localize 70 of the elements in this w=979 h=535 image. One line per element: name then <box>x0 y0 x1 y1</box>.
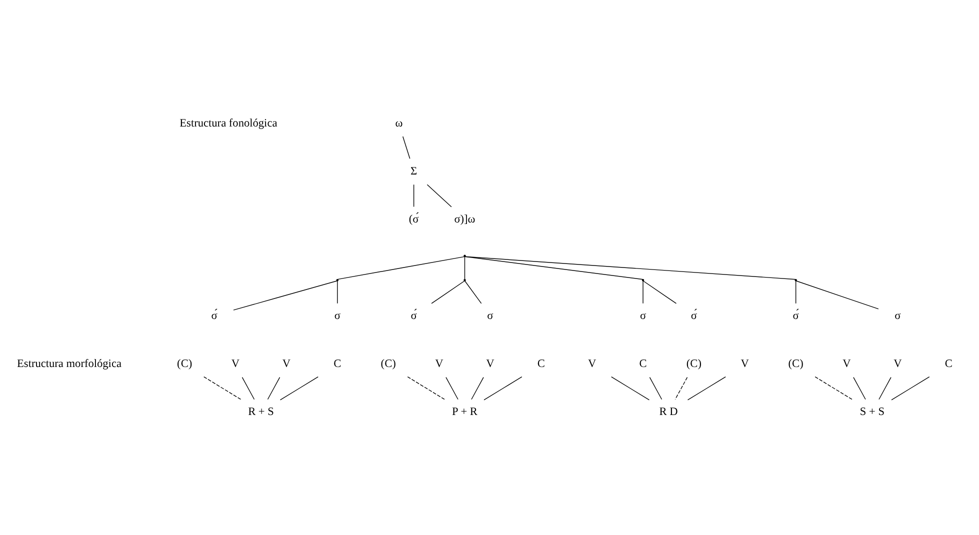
connector <box>242 376 255 400</box>
connector <box>464 256 796 280</box>
connector <box>649 376 662 400</box>
node-text: C <box>944 358 952 370</box>
node-text: C <box>639 358 647 370</box>
connector <box>204 376 242 400</box>
node-text: (C) <box>686 358 702 370</box>
connector <box>337 256 465 280</box>
connector <box>642 280 644 304</box>
node-text: σ <box>640 309 646 322</box>
label: Estructura fonológica <box>180 116 278 129</box>
node-text: (σ́ <box>408 212 419 225</box>
connector <box>280 376 318 400</box>
connector <box>674 376 688 400</box>
node-text: V <box>740 358 749 370</box>
connector <box>853 376 866 400</box>
node-text: R D <box>659 406 678 418</box>
connector <box>446 376 458 400</box>
connector <box>407 376 446 400</box>
node-text: σ́ <box>792 309 799 322</box>
node-text: Σ <box>410 164 418 177</box>
connector <box>402 136 410 158</box>
node-text: (C) <box>788 358 804 370</box>
connector <box>426 184 452 207</box>
connector <box>796 280 879 309</box>
connector <box>267 376 280 400</box>
node-point <box>464 254 466 257</box>
label: Estructura morfológica <box>17 358 122 370</box>
node-text: P + R <box>452 406 478 418</box>
connector <box>687 376 726 400</box>
node-text: C <box>334 358 342 370</box>
node-text: V <box>231 358 240 370</box>
node-text: V <box>282 358 291 370</box>
node-point <box>464 278 466 281</box>
node-text: C <box>537 358 545 370</box>
connector <box>611 376 650 400</box>
node-text: σ <box>487 309 494 322</box>
connector <box>471 376 484 400</box>
connector <box>413 184 414 207</box>
node-text: R + S <box>248 406 274 418</box>
node-point <box>642 278 644 281</box>
node-point <box>336 278 339 281</box>
connector <box>891 376 930 400</box>
node-text: ω <box>395 116 403 129</box>
node-text: V <box>435 358 444 370</box>
node-text: V <box>486 358 494 370</box>
node-text: σ <box>894 309 901 322</box>
connector <box>642 280 677 304</box>
connector <box>464 280 482 304</box>
node-text: σ <box>334 309 340 322</box>
node-text: σ́ <box>410 309 417 322</box>
node-point <box>794 278 797 281</box>
connector <box>464 256 466 280</box>
connector <box>795 280 796 304</box>
connector <box>464 256 644 280</box>
node-text: (C) <box>380 358 396 370</box>
connector <box>878 376 892 400</box>
node-text: V <box>894 358 902 370</box>
node-text: σ́ <box>211 309 218 322</box>
connector <box>814 376 854 400</box>
node-text: V <box>588 358 596 370</box>
connector <box>431 280 465 304</box>
node-text: σ́ <box>690 309 698 322</box>
connector <box>484 376 522 400</box>
connector <box>337 280 338 304</box>
node-text: S + S <box>860 406 885 418</box>
node-text: V <box>842 358 851 370</box>
connector <box>233 280 338 310</box>
node-text: (C) <box>177 358 192 370</box>
node-text: σ)]ω <box>454 212 476 225</box>
